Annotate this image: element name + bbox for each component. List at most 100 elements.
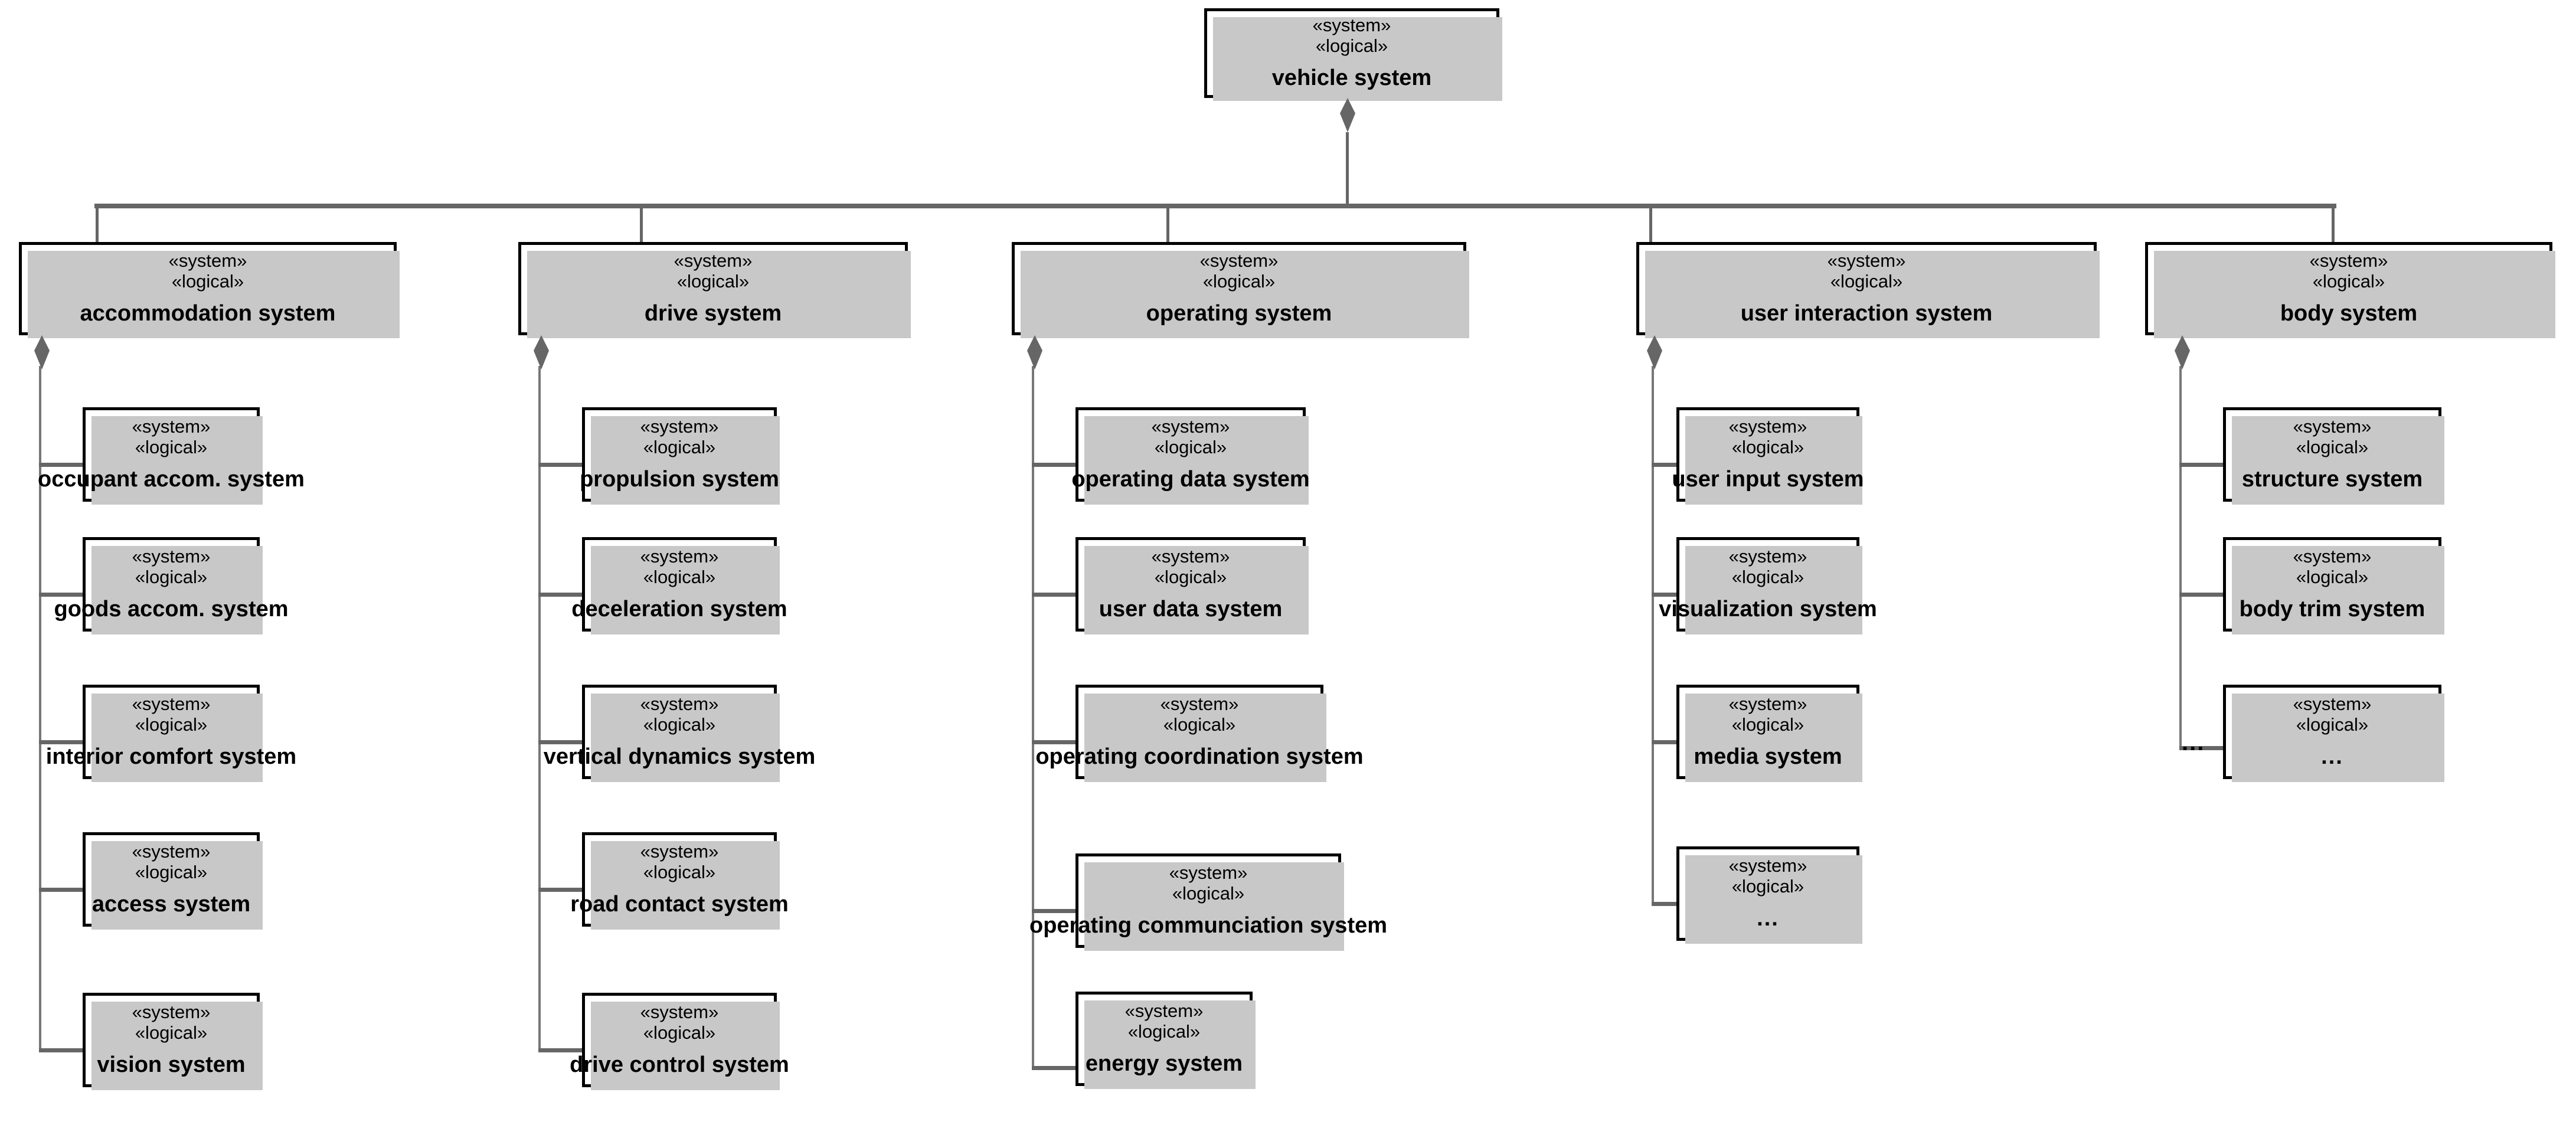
node-label: user data system xyxy=(1099,597,1283,622)
node-media-system[interactable]: «system» «logical» media system xyxy=(1676,685,1862,782)
stereotype-line: «logical» xyxy=(135,714,208,735)
stereotype-line: «system» xyxy=(132,693,211,714)
connector-bus xyxy=(94,204,2336,208)
node-operating-system[interactable]: «system» «logical» operating system xyxy=(1012,242,1469,338)
node-user-input-system[interactable]: «system» «logical» user input system xyxy=(1672,407,1864,505)
connector-bus-to-branch-5 xyxy=(2332,204,2335,244)
node-road-contact-system[interactable]: «system» «logical» road contact system xyxy=(570,832,789,930)
node-occupant-accom-system[interactable]: «system» «logical» occupant accom. syste… xyxy=(38,407,305,505)
connector-stub xyxy=(1032,740,1078,744)
node-body-system[interactable]: «system» «logical» body system xyxy=(2145,242,2555,338)
node-accommodation-system[interactable]: «system» «logical» accommodation system xyxy=(19,242,400,338)
node-label: visualization system xyxy=(1659,597,1877,622)
node-visualization-system[interactable]: «system» «logical» visualization system xyxy=(1659,537,1877,634)
stereotype-line: «logical» xyxy=(171,270,244,292)
stereotype-line: «logical» xyxy=(135,436,208,457)
node-vehicle-system[interactable]: «system» «logical» vehicle system xyxy=(1204,8,1502,101)
stereotype-line: «system» xyxy=(1728,855,1807,876)
node-drive-control-system[interactable]: «system» «logical» drive control system xyxy=(570,993,789,1090)
connector-bus-to-branch-3 xyxy=(1166,204,1169,244)
connector-stub xyxy=(538,463,584,467)
node-drive-system[interactable]: «system» «logical» drive system xyxy=(518,242,911,338)
stereotype-line: «logical» xyxy=(1163,714,1236,735)
connector-stub xyxy=(39,740,85,744)
connector-stub xyxy=(538,888,584,892)
connector-bus-to-branch-1 xyxy=(96,204,99,244)
stereotype-line: «logical» xyxy=(1830,270,1903,292)
node-label: energy system xyxy=(1085,1051,1243,1077)
connector-stub xyxy=(39,463,85,467)
node-label: accommodation system xyxy=(80,301,336,326)
connector-stub xyxy=(1032,909,1078,913)
connector-stub xyxy=(538,593,584,597)
stereotype-line: «logical» xyxy=(643,861,716,882)
stereotype-line: «system» xyxy=(1728,693,1807,714)
node-user-interaction-system[interactable]: «system» «logical» user interaction syst… xyxy=(1636,242,2100,338)
stereotype-line: «logical» xyxy=(643,1022,716,1043)
node-label: goods accom. system xyxy=(54,597,289,622)
connector-bus-to-branch-4 xyxy=(1649,204,1652,244)
stereotype-line: «system» xyxy=(168,250,247,271)
node-operating-coordination-system[interactable]: «system» «logical» operating coordinatio… xyxy=(1035,685,1364,782)
node-body-trim-system[interactable]: «system» «logical» body trim system xyxy=(2223,537,2444,634)
node-label: body trim system xyxy=(2239,597,2425,622)
stereotype-line: «logical» xyxy=(2296,566,2369,587)
stereotype-line: «system» xyxy=(640,545,719,567)
node-interior-comfort-system[interactable]: «system» «logical» interior comfort syst… xyxy=(46,685,296,782)
stereotype-line: «system» xyxy=(640,1001,719,1022)
node-propulsion-system[interactable]: «system» «logical» propulsion system xyxy=(580,407,780,505)
stereotype-line: «system» xyxy=(640,693,719,714)
stereotype-line: «logical» xyxy=(1127,1021,1201,1042)
connector-stub xyxy=(2179,463,2225,467)
stereotype-line: «system» xyxy=(1160,693,1239,714)
node-operating-communication-system[interactable]: «system» «logical» operating communciati… xyxy=(1029,853,1387,951)
connector-stub xyxy=(1652,463,1698,467)
connector-trunk-branch-4 xyxy=(1652,366,1654,904)
node-operating-data-system[interactable]: «system» «logical» operating data system xyxy=(1071,407,1310,505)
stereotype-line: «logical» xyxy=(1202,270,1276,292)
node-label: operating communciation system xyxy=(1029,913,1388,938)
stereotype-line: «logical» xyxy=(643,714,716,735)
connector-stub xyxy=(1032,1066,1078,1070)
node-vision-system[interactable]: «system» «logical» vision system xyxy=(83,993,263,1090)
node-label: drive control system xyxy=(570,1052,789,1078)
stereotype-line: «logical» xyxy=(1172,882,1245,904)
node-label: road contact system xyxy=(570,892,789,917)
node-user-data-system[interactable]: «system» «logical» user data system xyxy=(1075,537,1309,634)
stereotype-line: «system» xyxy=(1728,545,1807,567)
node-body-system-more[interactable]: «system» «logical» ... xyxy=(2223,685,2444,782)
node-deceleration-system[interactable]: «system» «logical» deceleration system xyxy=(571,537,787,634)
connector-stub xyxy=(2179,746,2225,750)
node-label: user interaction system xyxy=(1740,301,1993,326)
connector-stub xyxy=(39,888,85,892)
node-label: user input system xyxy=(1672,467,1864,492)
stereotype-line: «system» xyxy=(640,416,719,437)
stereotype-line: «logical» xyxy=(1731,436,1804,457)
stereotype-line: «logical» xyxy=(1731,566,1804,587)
node-label: operating system xyxy=(1146,301,1332,326)
connector-stub xyxy=(1652,593,1698,597)
stereotype-line: «logical» xyxy=(1731,875,1804,897)
node-access-system[interactable]: «system» «logical» access system xyxy=(83,832,263,930)
connector-bus-to-branch-2 xyxy=(640,204,643,244)
connector-trunk-branch-3 xyxy=(1032,366,1034,1068)
connector-trunk-branch-1 xyxy=(39,366,41,1051)
node-structure-system[interactable]: «system» «logical» structure system xyxy=(2223,407,2444,505)
stereotype-line: «system» xyxy=(1199,250,1279,271)
stereotype-line: «system» xyxy=(132,545,211,567)
node-user-interaction-more[interactable]: «system» «logical» ... xyxy=(1676,846,1862,944)
stereotype-line: «system» xyxy=(2293,693,2372,714)
node-label: deceleration system xyxy=(571,597,787,622)
node-vertical-dynamics-system[interactable]: «system» «logical» vertical dynamics sys… xyxy=(544,685,815,782)
node-goods-accom-system[interactable]: «system» «logical» goods accom. system xyxy=(54,537,289,634)
stereotype-line: «logical» xyxy=(676,270,750,292)
stereotype-line: «logical» xyxy=(643,436,716,457)
stereotype-line: «logical» xyxy=(135,566,208,587)
stereotype-line: «system» xyxy=(1124,1000,1204,1021)
node-energy-system[interactable]: «system» «logical» energy system xyxy=(1075,992,1256,1089)
node-label: vision system xyxy=(97,1052,246,1078)
connector-root-drop xyxy=(1346,132,1349,208)
stereotype-line: «system» xyxy=(2309,250,2388,271)
stereotype-line: «logical» xyxy=(1731,714,1804,735)
connector-stub xyxy=(1032,593,1078,597)
